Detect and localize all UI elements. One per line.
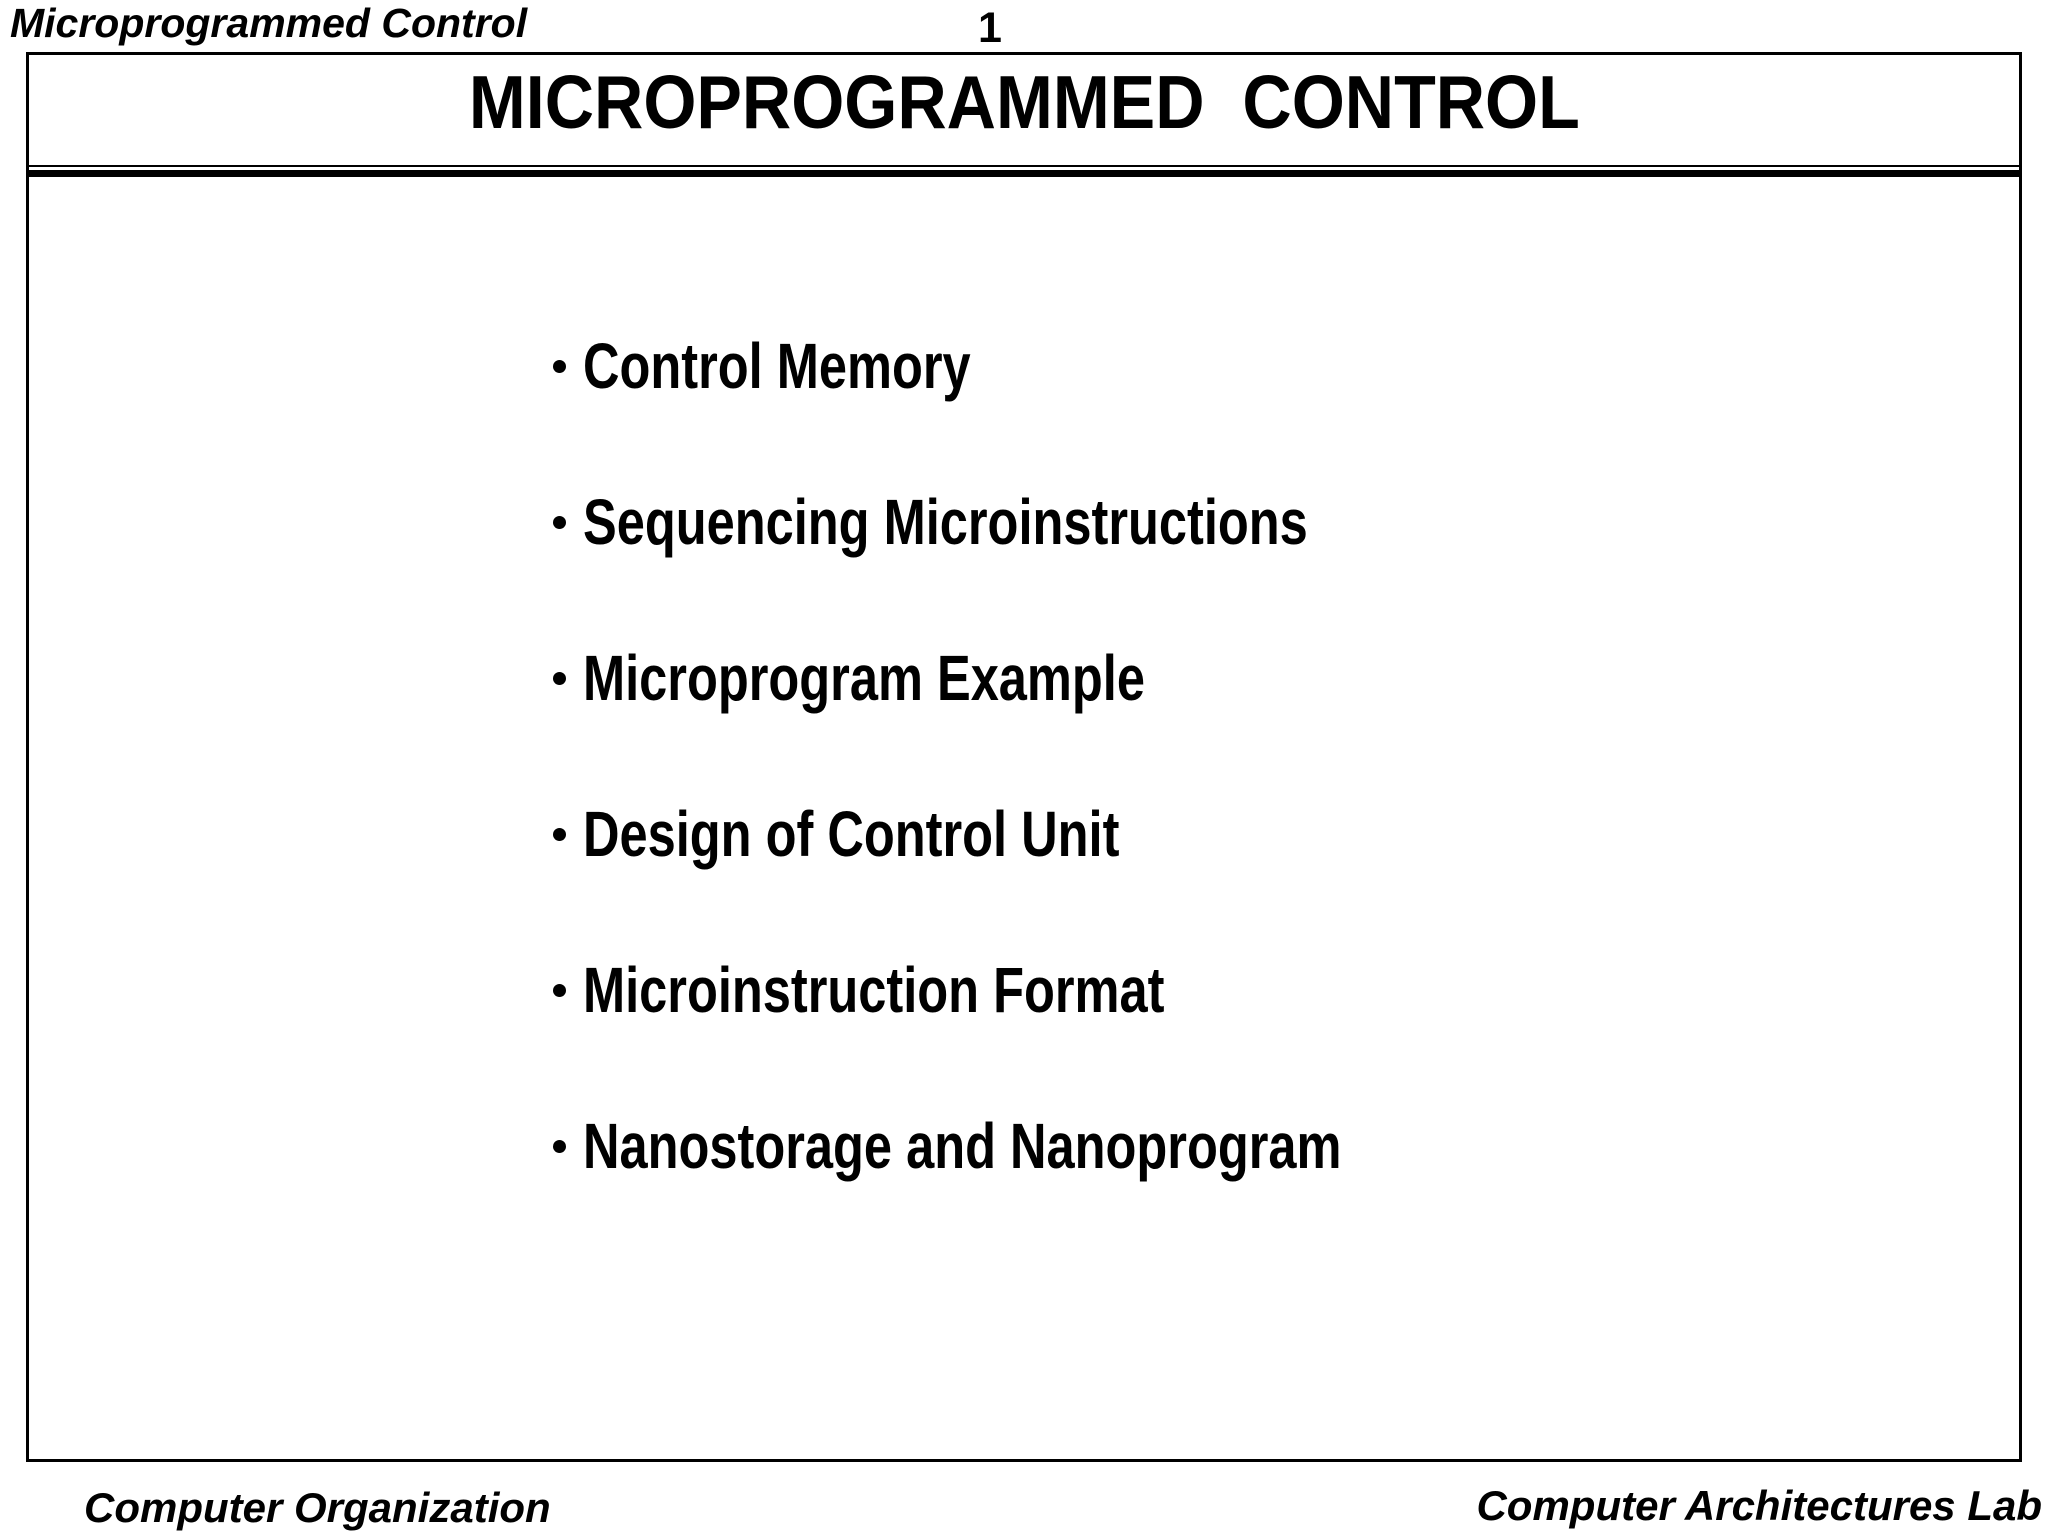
title-divider-thick-line bbox=[29, 170, 2019, 177]
bullet-item: Sequencing Microinstructions bbox=[29, 444, 2019, 600]
bullet-label: Nanostorage and Nanoprogram bbox=[583, 1110, 1342, 1182]
footer-course-title: Computer Organization bbox=[84, 1484, 551, 1531]
slide-frame: MICROPROGRAMMED CONTROL Control Memory S… bbox=[26, 52, 2022, 1462]
title-divider-thin-line bbox=[29, 165, 2019, 167]
bullet-item: Microprogram Example bbox=[29, 600, 2019, 756]
header-title: Microprogrammed Control bbox=[10, 0, 528, 46]
title-divider-gap bbox=[29, 167, 2019, 170]
page-number: 1 bbox=[978, 4, 1002, 52]
bullet-label: Sequencing Microinstructions bbox=[583, 486, 1308, 558]
bullet-icon bbox=[553, 1139, 566, 1153]
footer-lab-title: Computer Architectures Lab bbox=[1476, 1482, 2042, 1529]
bullet-label: Control Memory bbox=[583, 330, 971, 402]
bullet-item: Control Memory bbox=[29, 288, 2019, 444]
bullet-icon bbox=[553, 983, 566, 997]
bullet-item: Microinstruction Format bbox=[29, 912, 2019, 1068]
bullet-label: Design of Control Unit bbox=[583, 798, 1120, 870]
slide-title: MICROPROGRAMMED CONTROL bbox=[468, 59, 1580, 144]
bullet-label: Microprogram Example bbox=[583, 642, 1145, 714]
bullet-icon bbox=[553, 827, 566, 841]
bullet-icon bbox=[553, 359, 566, 373]
bullet-item: Nanostorage and Nanoprogram bbox=[29, 1068, 2019, 1224]
bullet-icon bbox=[553, 515, 566, 529]
bullet-label: Microinstruction Format bbox=[583, 954, 1165, 1026]
bullet-list: Control Memory Sequencing Microinstructi… bbox=[29, 288, 2019, 1224]
title-row: MICROPROGRAMMED CONTROL bbox=[29, 55, 2019, 165]
bullet-icon bbox=[553, 671, 566, 685]
bullet-item: Design of Control Unit bbox=[29, 756, 2019, 912]
